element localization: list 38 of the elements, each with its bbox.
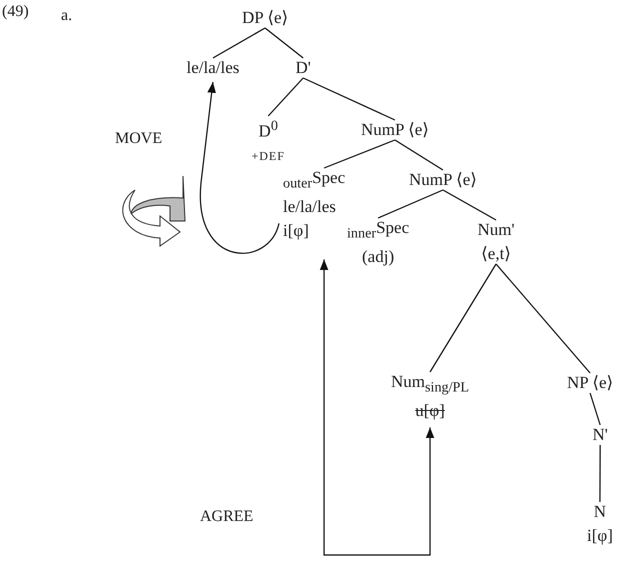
node-label: NumP ⟨e⟩ bbox=[361, 119, 429, 141]
edge-label: AGREE bbox=[200, 508, 254, 526]
node-label: $_{inner}$Spec bbox=[347, 217, 410, 244]
tree-branch bbox=[442, 189, 496, 221]
node-label: i[φ] bbox=[587, 525, 613, 547]
node-label: (adj) bbox=[361, 246, 396, 268]
tree-branch bbox=[268, 78, 304, 116]
agree-arrow bbox=[320, 259, 434, 556]
node-label: DP ⟨e⟩ bbox=[242, 7, 288, 29]
node-label: le/la/les bbox=[186, 57, 240, 79]
node-label: i[φ] bbox=[283, 220, 310, 242]
node-label: Num' bbox=[478, 219, 515, 241]
tree-branch bbox=[212, 27, 266, 59]
node-label: NP ⟨e⟩ bbox=[567, 372, 614, 394]
node-label: N' bbox=[592, 424, 608, 446]
node-label: N bbox=[592, 501, 608, 523]
tree-branch bbox=[394, 140, 444, 170]
tree-branch bbox=[264, 28, 304, 58]
node-label: le/la/les bbox=[283, 196, 337, 218]
tree-branch bbox=[430, 264, 497, 372]
edge-label: MOVE bbox=[115, 130, 162, 148]
tree-branch bbox=[599, 445, 601, 502]
movement-arrow bbox=[200, 82, 280, 254]
tree-branch bbox=[378, 189, 444, 219]
tree-branch bbox=[496, 264, 591, 374]
node-label: u[φ] bbox=[414, 400, 446, 422]
node-label: ⟨e,t⟩ bbox=[480, 243, 512, 265]
node-label: Num$_{sing/PL}$ bbox=[391, 371, 470, 398]
node-label: $_{outer}$Spec bbox=[283, 167, 346, 194]
node-label: +DEF bbox=[252, 148, 285, 165]
tree-branch bbox=[590, 392, 601, 426]
node-label: D$^{0}$ bbox=[258, 117, 279, 143]
tree-branch bbox=[324, 139, 396, 169]
example-number: (49) bbox=[2, 3, 29, 21]
node-label: NumP ⟨e⟩ bbox=[409, 169, 477, 191]
tree-branch bbox=[302, 77, 396, 121]
node-label: D' bbox=[296, 57, 311, 79]
sub-label: a. bbox=[61, 7, 72, 25]
